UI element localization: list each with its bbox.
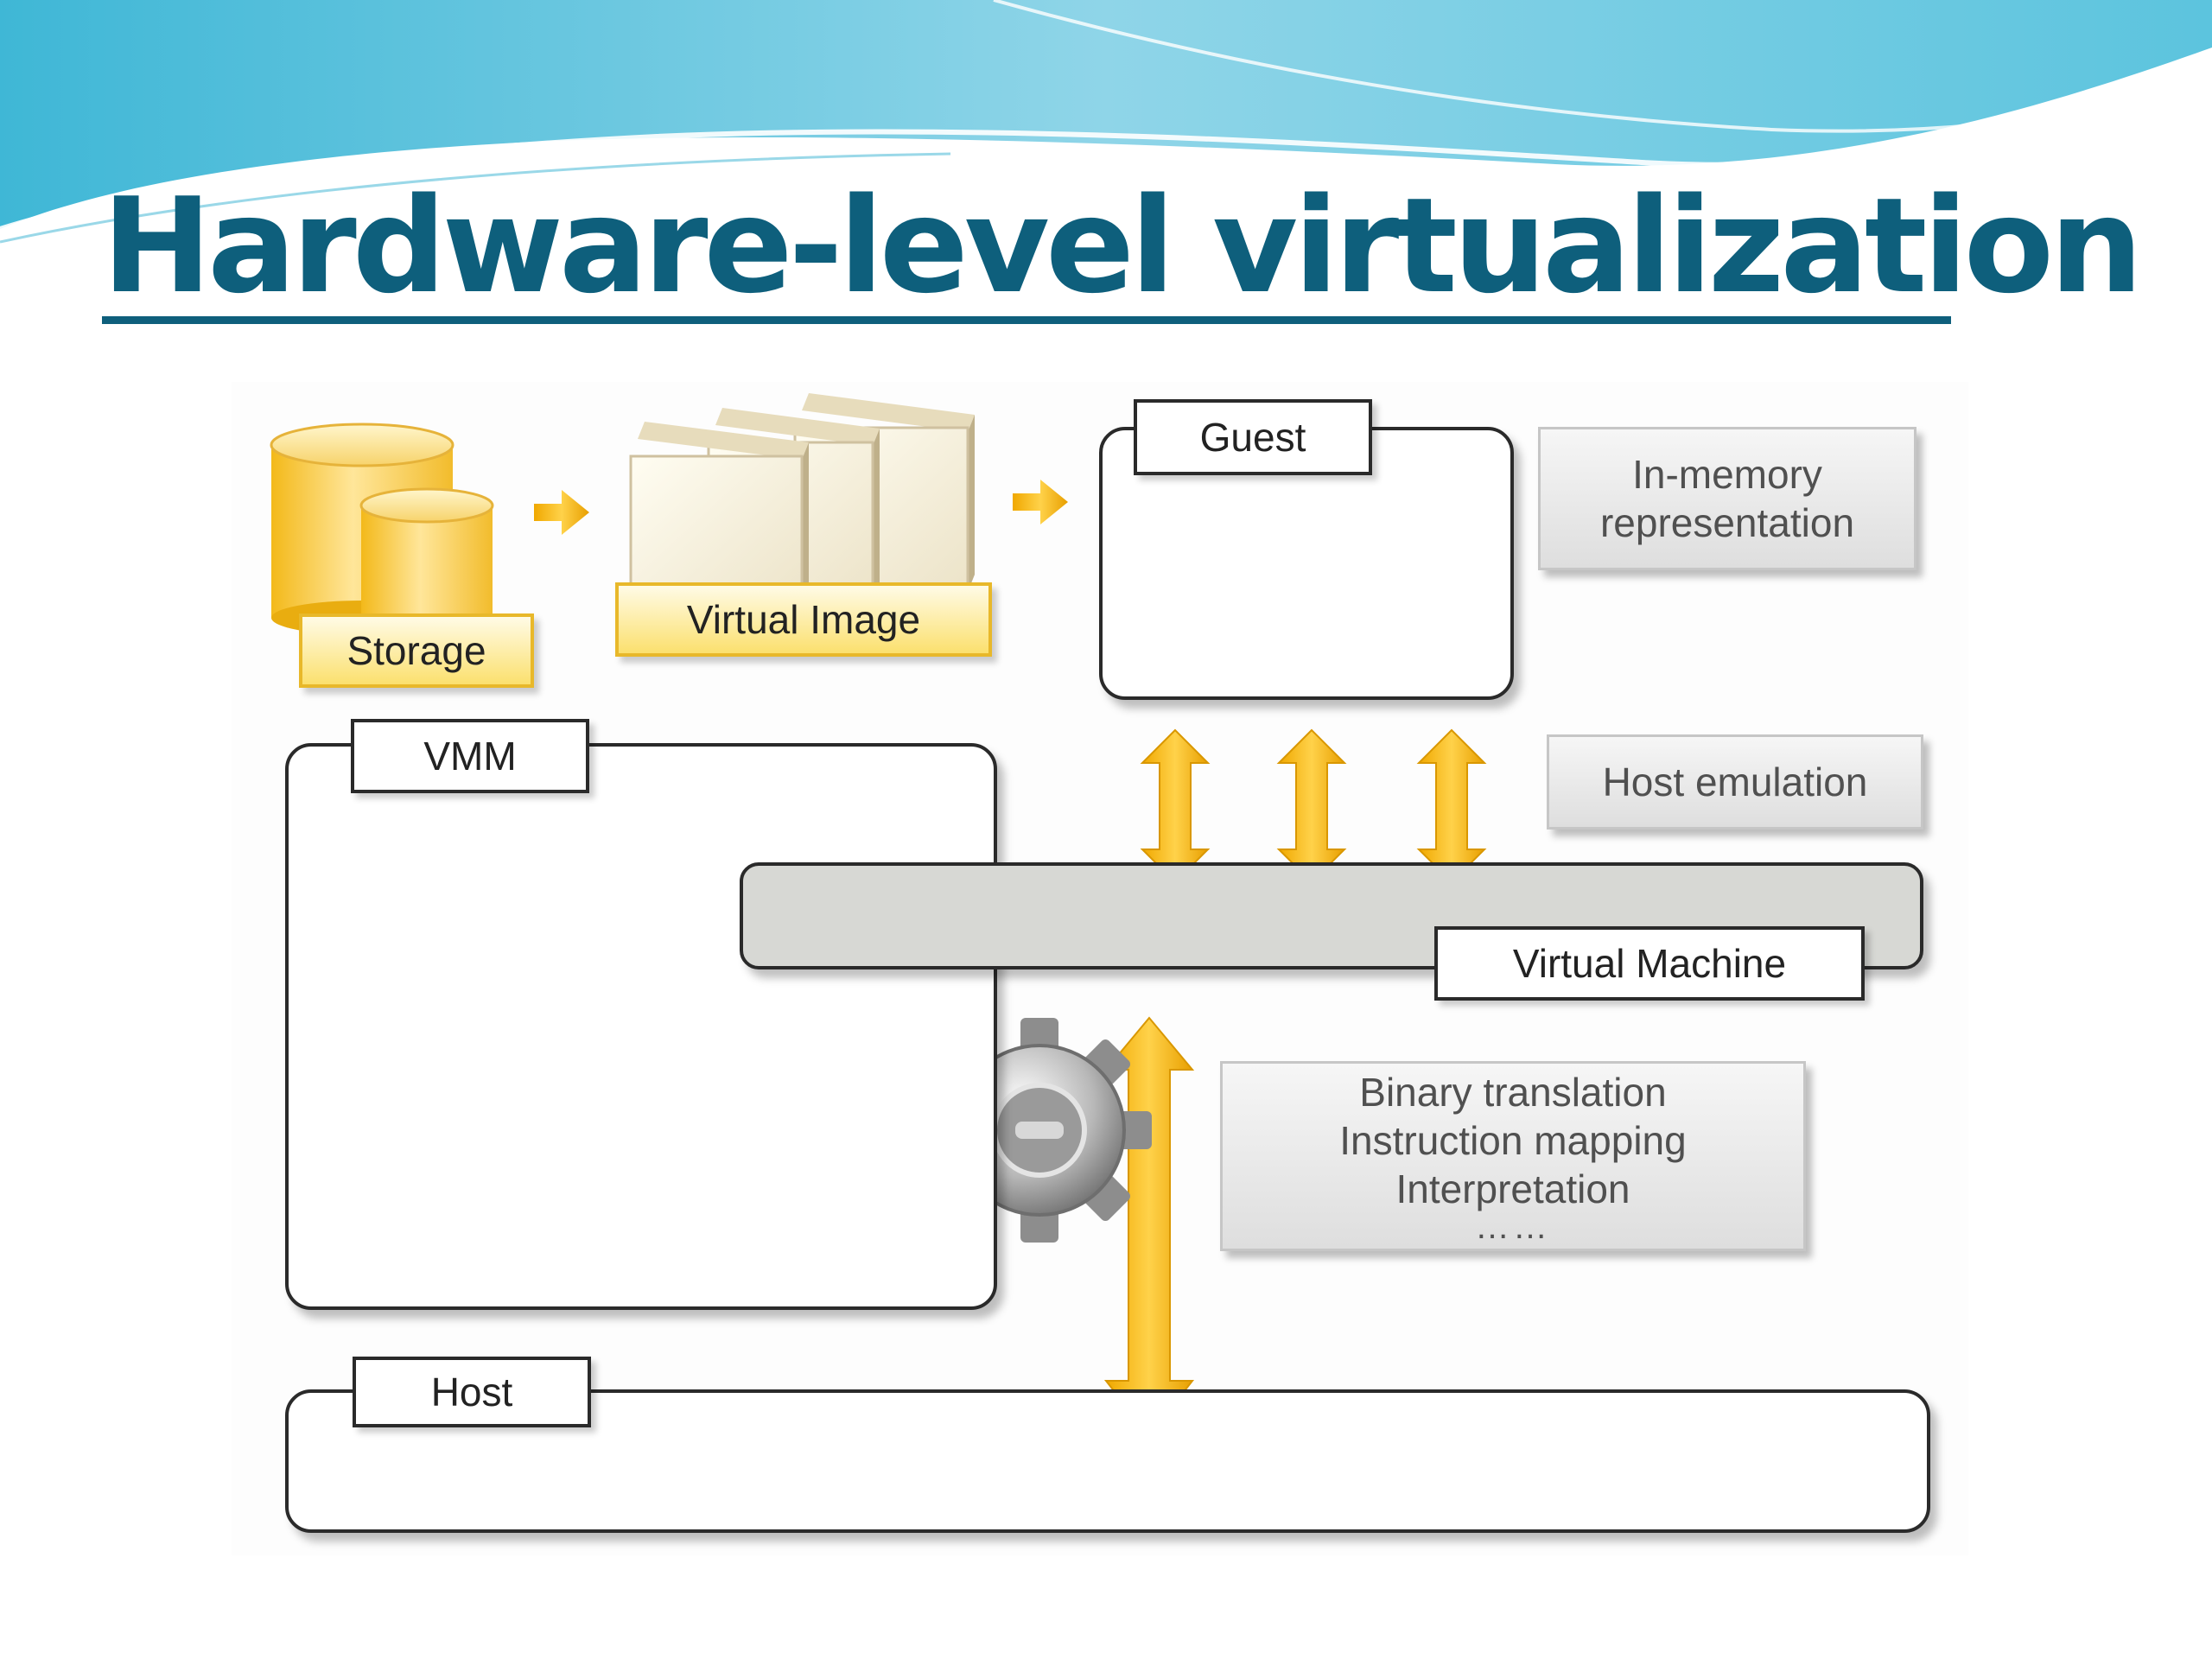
host-label: Host <box>430 1370 513 1414</box>
vmm-label: VMM <box>423 734 517 779</box>
techniques-box: Binary translation Instruction mapping I… <box>1220 1061 1806 1251</box>
guest-label: Guest <box>1199 415 1306 460</box>
in-memory-representation-box: In-memory representation <box>1538 427 1916 570</box>
storage-label-box: Storage <box>299 613 534 688</box>
vertical-double-arrow-icon <box>1103 1016 1195 1438</box>
title-underline <box>102 316 1951 324</box>
guest-tab: Guest <box>1134 399 1372 475</box>
double-arrow-icon <box>1416 728 1487 884</box>
header-wave-decoration <box>0 0 2212 244</box>
vmm-container <box>285 743 997 1310</box>
technique-ellipsis: …… <box>1474 1208 1551 1246</box>
double-arrow-icon <box>1140 728 1211 884</box>
virtual-machine-tab: Virtual Machine <box>1434 926 1865 1001</box>
slide-title: Hardware-level virtualization <box>102 169 2143 322</box>
double-arrow-icon <box>1276 728 1347 884</box>
technique-binary-translation: Binary translation <box>1359 1070 1667 1115</box>
storage-label: Storage <box>346 628 486 673</box>
arrow-right-icon <box>534 490 589 535</box>
host-emulation-label: Host emulation <box>1602 760 1868 804</box>
virtual-machine-label: Virtual Machine <box>1512 941 1787 986</box>
vmm-tab: VMM <box>351 719 589 793</box>
virtual-image-stack-icon <box>629 393 975 615</box>
in-memory-line-1: In-memory <box>1632 452 1822 497</box>
in-memory-line-2: representation <box>1599 500 1855 545</box>
host-tab: Host <box>353 1357 591 1427</box>
virtual-image-label: Virtual Image <box>686 597 921 642</box>
virtual-image-label-box: Virtual Image <box>615 582 992 657</box>
technique-instruction-mapping: Instruction mapping <box>1339 1118 1687 1163</box>
arrow-right-icon <box>1013 480 1068 524</box>
technique-interpretation: Interpretation <box>1395 1166 1630 1211</box>
host-emulation-box: Host emulation <box>1547 734 1923 830</box>
